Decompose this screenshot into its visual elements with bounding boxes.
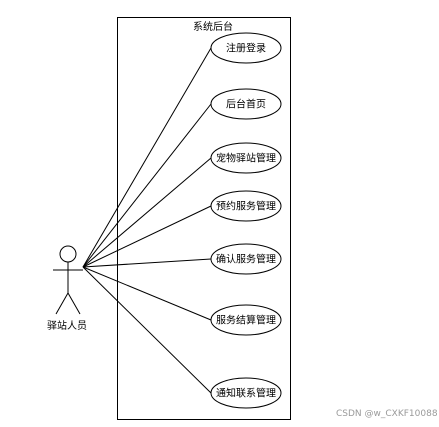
use-case: 注册登录 — [210, 32, 282, 64]
watermark: CSDN @w_CXKF10088 — [336, 409, 438, 419]
use-case: 后台首页 — [210, 88, 282, 120]
use-case: 预约服务管理 — [210, 190, 282, 222]
use-case-label: 确认服务管理 — [216, 253, 276, 266]
use-case-ellipse — [210, 142, 282, 174]
association-line — [82, 47, 212, 268]
association-line — [82, 266, 212, 321]
use-case: 服务结算管理 — [210, 304, 282, 336]
association-line — [82, 258, 212, 268]
use-case-ellipse — [210, 304, 282, 336]
association-line — [82, 103, 212, 268]
system-boundary — [117, 17, 291, 420]
use-case-ellipse — [210, 32, 282, 64]
actor-left-leg — [55, 292, 69, 315]
association-line — [82, 266, 212, 394]
use-case: 通知联系管理 — [210, 377, 282, 409]
association-line — [82, 205, 212, 268]
association-lines — [82, 47, 212, 394]
use-case-ellipse — [210, 88, 282, 120]
use-case-label: 宠物驿站管理 — [216, 152, 276, 165]
actor-label: 驿站人员 — [47, 319, 87, 332]
use-case-ellipse — [210, 377, 282, 409]
use-case-label: 后台首页 — [226, 98, 266, 111]
use-case: 确认服务管理 — [210, 243, 282, 275]
use-case: 宠物驿站管理 — [210, 142, 282, 174]
use-case-ellipse — [210, 243, 282, 275]
system-title: 系统后台 — [193, 20, 233, 33]
association-line — [82, 157, 212, 268]
actor-head — [59, 245, 77, 263]
use-case-label: 通知联系管理 — [216, 387, 276, 400]
use-case-label: 预约服务管理 — [216, 200, 276, 213]
use-case-label: 注册登录 — [226, 42, 266, 55]
use-case-ellipse — [210, 190, 282, 222]
actor-right-leg — [67, 292, 81, 315]
use-case-label: 服务结算管理 — [216, 314, 276, 327]
actor-figure — [53, 245, 83, 315]
